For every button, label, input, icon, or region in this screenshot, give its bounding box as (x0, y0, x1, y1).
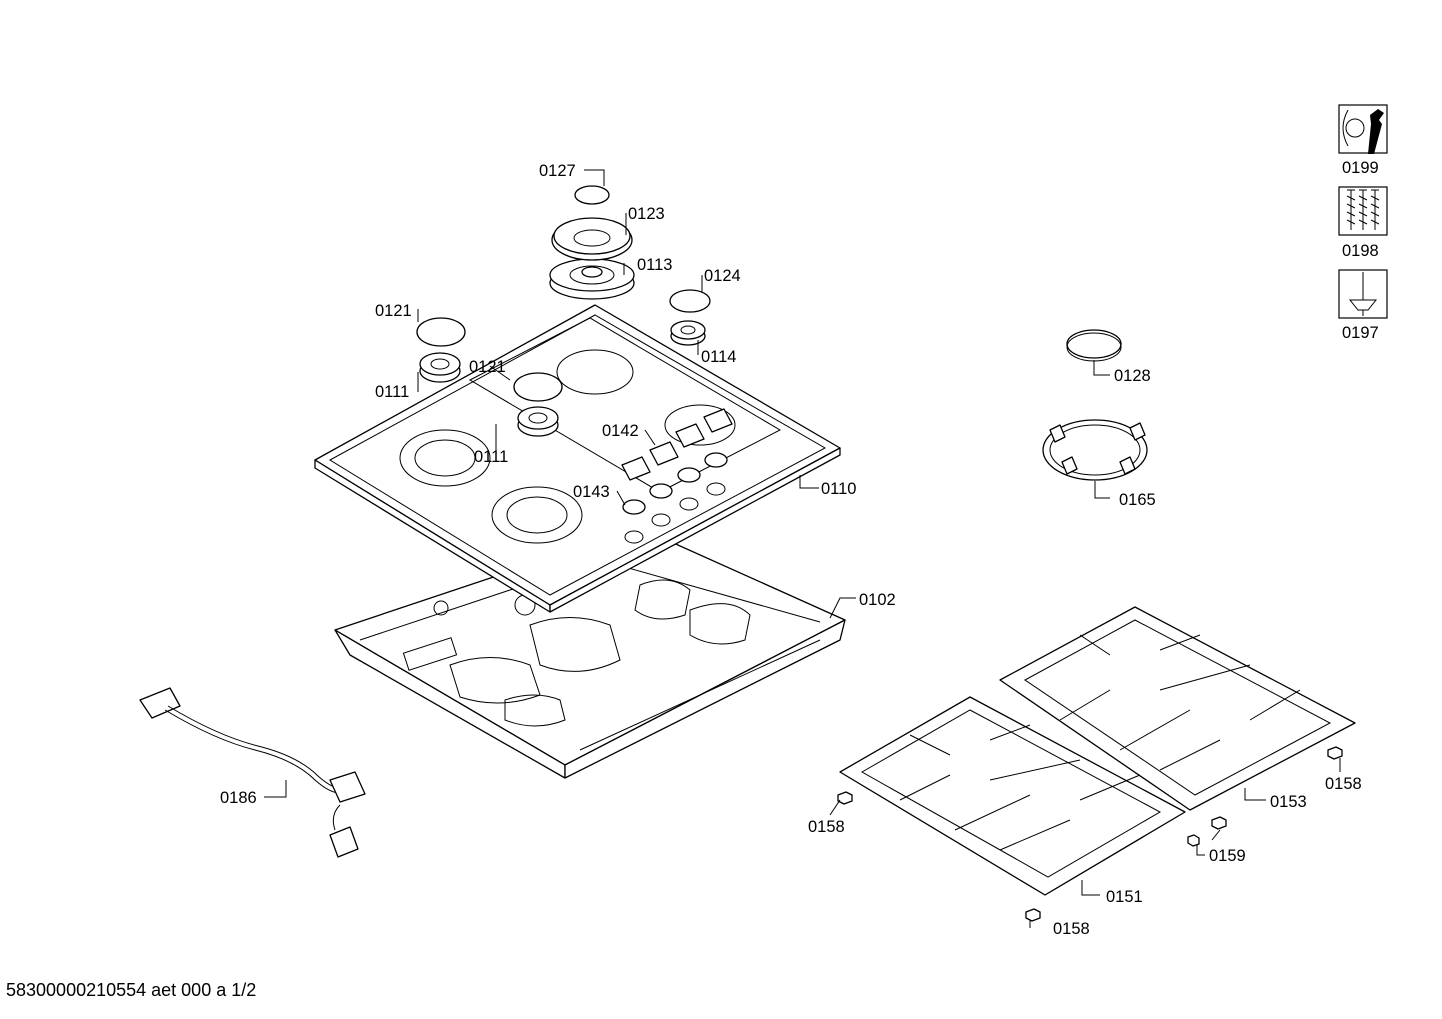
label-0159: 0159 (1209, 847, 1246, 865)
label-0158-left: 0158 (808, 818, 845, 836)
small-burner-0114 (670, 320, 706, 346)
label-0197: 0197 (1342, 324, 1379, 342)
label-0153: 0153 (1270, 793, 1307, 811)
label-0128: 0128 (1114, 367, 1151, 385)
legend-0197: 0197 (1338, 269, 1388, 342)
label-0113: 0113 (637, 256, 672, 274)
document-footer: 58300000210554 aet 000 a 1/2 (6, 980, 257, 1000)
label-0158-bottom: 0158 (1053, 920, 1090, 938)
legend-0199: 0199 (1338, 104, 1388, 177)
base-tray-0102 (334, 527, 846, 779)
burner-0111-center (517, 406, 559, 437)
leader-lines (264, 169, 1341, 928)
label-0111-left: 0111 (375, 383, 409, 401)
lubricant-wrench-icon (1342, 109, 1384, 154)
legend-0198: 0198 (1338, 186, 1388, 260)
label-0121-center: 0121 (469, 358, 506, 376)
pan-support-0153 (999, 606, 1356, 811)
part-labels: 0127 0123 0113 0124 0114 0121 0111 0121 … (220, 162, 1362, 938)
label-0111-center: 0111 (474, 448, 508, 466)
pan-support-0151 (839, 696, 1186, 896)
label-0121-left: 0121 (375, 302, 412, 320)
clip-0159 (1187, 816, 1227, 847)
label-0124: 0124 (704, 267, 741, 285)
label-0165: 0165 (1119, 491, 1156, 509)
rubber-foot-0158-bottom (1025, 908, 1041, 922)
hob-top-plate-0110 (314, 304, 841, 613)
wok-ring-0165 (1042, 419, 1148, 481)
burner-cap-0121-center (513, 372, 563, 402)
burner-cap-0124 (669, 289, 711, 313)
rubber-foot-0158-right (1327, 746, 1343, 760)
label-0142: 0142 (602, 422, 639, 440)
label-0110: 0110 (821, 480, 856, 498)
rubber-foot-0158-left (837, 791, 853, 805)
power-cord-0186 (139, 687, 366, 858)
label-0102: 0102 (859, 591, 896, 609)
label-0151: 0151 (1106, 888, 1143, 906)
screws-icon (1346, 189, 1380, 230)
label-0198: 0198 (1342, 242, 1379, 260)
burner-cap-0121-left (416, 317, 466, 347)
label-0114: 0114 (701, 348, 736, 366)
burner-cap-0127 (574, 185, 610, 205)
label-0186: 0186 (220, 789, 257, 807)
screwdriver-icon (1348, 272, 1378, 316)
control-knobs-0142 (621, 408, 733, 515)
burner-cap-0128 (1066, 329, 1122, 362)
burner-0111-left (419, 352, 461, 383)
wok-burner-0113 (549, 258, 635, 300)
label-0158-right: 0158 (1325, 775, 1362, 793)
label-0123: 0123 (628, 205, 665, 223)
label-0199: 0199 (1342, 159, 1379, 177)
label-0127: 0127 (539, 162, 576, 180)
burner-crown-0123 (551, 217, 633, 261)
label-0143: 0143 (573, 483, 610, 501)
